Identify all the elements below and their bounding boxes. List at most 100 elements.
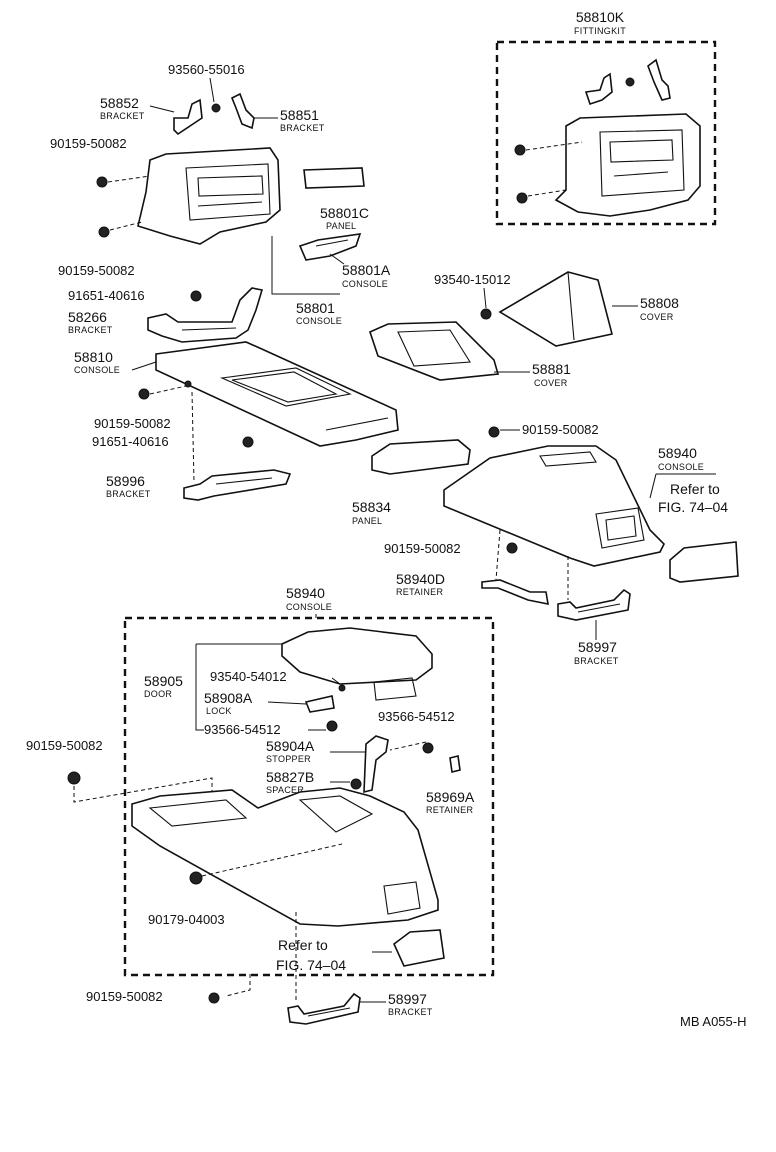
fitting-kit-screw-1 [514, 144, 526, 156]
bolt-icon [242, 436, 254, 448]
refer-note-1-line2: FIG. 74–04 [658, 499, 728, 515]
part-58801a: 58801A [342, 262, 391, 278]
trim-insert-1 [669, 541, 739, 583]
screw-icon [326, 720, 338, 732]
part-58997-a-name: BRACKET [574, 656, 619, 666]
fitting-kit-bracket-right [647, 58, 671, 101]
stopper-58904a [363, 735, 389, 794]
part-58940-top-name: CONSOLE [658, 462, 704, 472]
console-58810 [155, 341, 399, 447]
part-58266-name: BRACKET [68, 325, 113, 335]
part-58997-b-name: BRACKET [388, 1007, 433, 1017]
part-58940-box-name: CONSOLE [286, 602, 332, 612]
part-58801: 58801 [296, 300, 335, 316]
screw-icon [98, 226, 110, 238]
part-58266: 58266 [68, 309, 107, 325]
part-58908a: 58908A [204, 690, 253, 706]
panel-58801c [303, 167, 365, 189]
nut-icon [211, 103, 221, 113]
part-90159-f: 90159-50082 [26, 738, 103, 753]
part-93560-55016: 93560-55016 [168, 62, 245, 77]
part-58904a-name: STOPPER [266, 754, 311, 764]
part-58996: 58996 [106, 473, 145, 489]
part-58808: 58808 [640, 295, 679, 311]
part-58827b-name: SPACER [266, 785, 304, 795]
part-58801c-name: PANEL [326, 221, 356, 231]
screw-icon [338, 684, 346, 692]
part-58810: 58810 [74, 349, 113, 365]
part-58940d: 58940D [396, 571, 445, 587]
fitting-kit-name: FITTINGKIT [574, 26, 626, 36]
bracket-58851 [230, 92, 255, 130]
screw-icon [138, 388, 150, 400]
part-93566-b: 93566-54512 [378, 709, 455, 724]
trim-insert-2 [393, 929, 445, 967]
retainer-58940d [481, 579, 549, 606]
console-58801a [298, 233, 362, 261]
console-assembly-frame [123, 616, 495, 977]
part-58905: 58905 [144, 673, 183, 689]
part-58996-name: BRACKET [106, 489, 151, 499]
spacer-icon [350, 778, 362, 790]
door-58905 [281, 627, 433, 701]
part-58904a: 58904A [266, 738, 315, 754]
part-58852: 58852 [100, 95, 139, 111]
screw-icon [208, 992, 220, 1004]
retainer-58969a [449, 755, 461, 773]
bracket-58997-upper [557, 588, 631, 621]
part-58834-name: PANEL [352, 516, 382, 526]
part-58881-name: COVER [534, 378, 568, 388]
part-58940d-name: RETAINER [396, 587, 443, 597]
fitting-kit-console-part [554, 113, 701, 217]
hole-icon [184, 380, 192, 388]
fitting-kit-number: 58810K [576, 9, 625, 25]
fitting-kit-bracket-left [584, 72, 613, 106]
part-58997-b: 58997 [388, 991, 427, 1007]
part-58801a-name: CONSOLE [342, 279, 388, 289]
screw-icon [488, 426, 500, 438]
screw-icon [96, 176, 108, 188]
fitting-kit-frame [495, 40, 717, 226]
part-93540-15012: 93540-15012 [434, 272, 511, 287]
clip-icon [67, 771, 81, 785]
part-90159-a: 90159-50082 [50, 136, 127, 151]
part-90179: 90179-04003 [148, 912, 225, 927]
part-90159-e: 90159-50082 [384, 541, 461, 556]
refer-note-2-line1: Refer to [278, 937, 328, 953]
part-58801-name: CONSOLE [296, 316, 342, 326]
console-58940-upper [443, 445, 665, 567]
part-91651-a: 91651-40616 [68, 288, 145, 303]
part-58810-name: CONSOLE [74, 365, 120, 375]
part-93540-54012: 93540-54012 [210, 669, 287, 684]
cover-58808 [498, 271, 613, 347]
diagram-code: MB A055-H [680, 1014, 746, 1029]
lock-58908a [304, 695, 335, 713]
part-90159-c: 90159-50082 [94, 416, 171, 431]
fitting-kit-nut [625, 77, 635, 87]
part-58997-a: 58997 [578, 639, 617, 655]
part-58852-name: BRACKET [100, 111, 145, 121]
bracket-58996 [183, 469, 292, 501]
refer-note-2-line2: FIG. 74–04 [276, 957, 346, 973]
part-58940-top: 58940 [658, 445, 697, 461]
part-58908a-name: LOCK [206, 706, 232, 716]
part-58940-box: 58940 [286, 585, 325, 601]
part-58834: 58834 [352, 499, 391, 515]
part-58851-name: BRACKET [280, 123, 325, 133]
part-58969a: 58969A [426, 789, 475, 805]
screw-icon [422, 742, 434, 754]
panel-58834 [371, 439, 471, 475]
part-93566-a: 93566-54512 [204, 722, 281, 737]
part-90159-d: 90159-50082 [522, 422, 599, 437]
part-58969a-name: RETAINER [426, 805, 473, 815]
part-58827b: 58827B [266, 769, 314, 785]
part-90159-g: 90159-50082 [86, 989, 163, 1004]
part-58905-name: DOOR [144, 689, 172, 699]
fitting-kit-screw-2 [516, 192, 528, 204]
bracket-58852 [173, 98, 203, 136]
part-90159-b: 90159-50082 [58, 263, 135, 278]
nut-icon [189, 871, 203, 885]
part-58851: 58851 [280, 107, 319, 123]
